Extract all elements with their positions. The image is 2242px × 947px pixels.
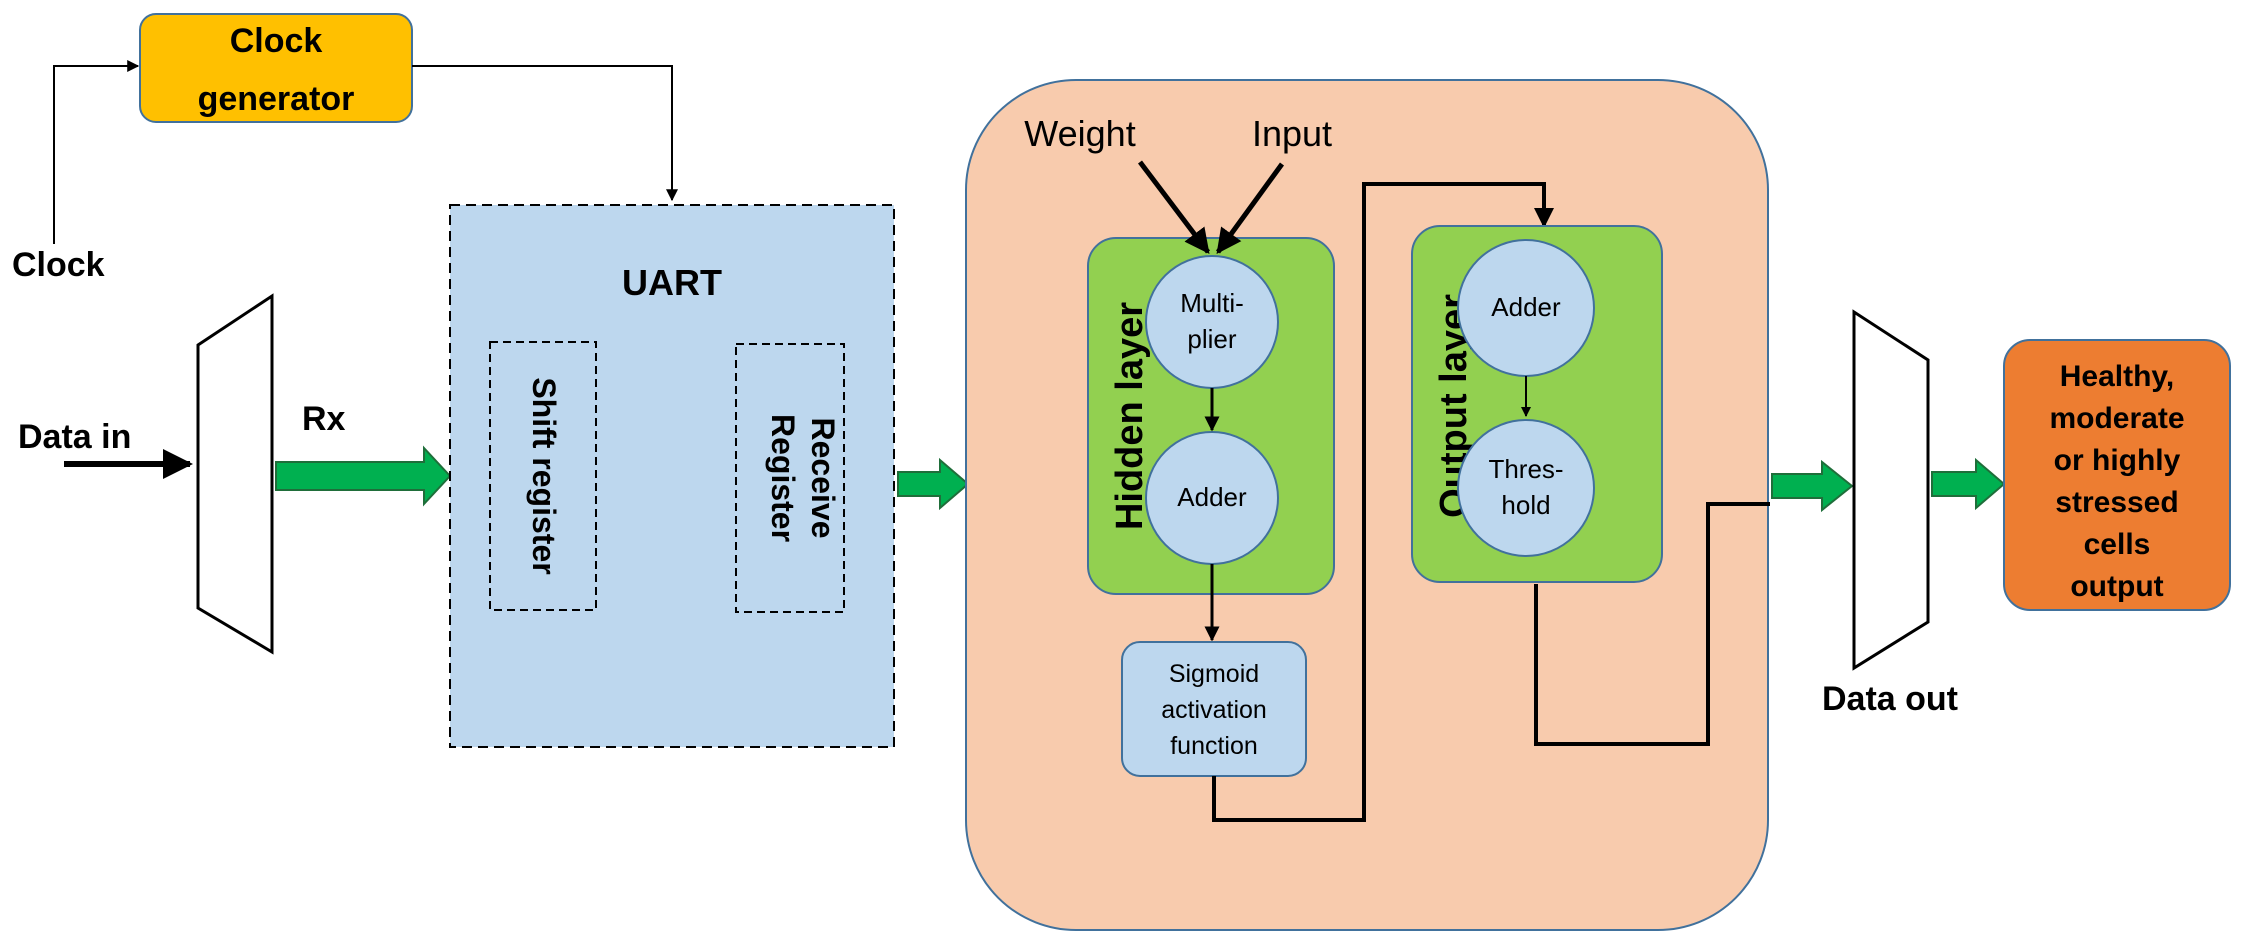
threshold-node <box>1457 419 1595 557</box>
clock-input-line <box>53 60 140 244</box>
result-line1: Healthy, <box>2060 360 2174 393</box>
neural-network-block: Weight Input Hidden layer Multi- plier A… <box>965 79 1770 931</box>
output-adder-label: Adder <box>1491 292 1561 322</box>
hidden-adder-label: Adder <box>1177 482 1247 512</box>
clock-label: Clock <box>12 246 105 284</box>
data-in-label: Data in <box>18 418 131 456</box>
uart-title: UART <box>622 262 722 303</box>
result-output-box: Healthy, moderate or highly stressed cel… <box>2003 339 2231 611</box>
multiplier-node <box>1145 255 1279 389</box>
threshold-line2: hold <box>1501 490 1550 520</box>
shift-register-label: Shift register <box>526 377 562 574</box>
mux-to-result-green-arrow <box>1931 457 2006 511</box>
clock-generator-line1: Clock <box>230 22 323 60</box>
multiplier-line1: Multi- <box>1180 288 1244 318</box>
input-label: Input <box>1252 113 1332 154</box>
output-mux <box>1852 309 1930 671</box>
nn-to-mux-green-arrow <box>1771 459 1854 513</box>
data-out-label: Data out <box>1822 680 1958 718</box>
receive-register-line2: Register <box>765 414 801 542</box>
threshold-line1: Thres- <box>1488 454 1563 484</box>
sigmoid-to-output-line <box>1212 182 1554 822</box>
output-layer: Output layer Adder Thres- hold <box>1411 225 1663 583</box>
weight-label: Weight <box>1024 113 1135 154</box>
receive-register-box <box>735 343 845 613</box>
hidden-layer: Hidden layer Multi- plier Adder <box>1087 237 1335 595</box>
threshold-to-output-line <box>1534 502 1770 746</box>
uart-block: UART Shift register Receive Register <box>449 204 895 748</box>
weight-arrow <box>1138 160 1210 254</box>
sigmoid-line3: function <box>1170 732 1258 760</box>
result-line6: output <box>2070 570 2163 603</box>
clock-to-uart-line <box>412 65 678 202</box>
clock-generator: Clock generator <box>139 13 413 123</box>
multiplier-line2: plier <box>1187 324 1236 354</box>
result-line5: cells <box>2084 528 2151 561</box>
result-line4: stressed <box>2055 486 2178 519</box>
hidden-layer-title: Hidden layer <box>1109 302 1151 530</box>
rx-label: Rx <box>302 400 346 438</box>
uart-to-nn-green-arrow <box>897 457 970 511</box>
input-arrow <box>1215 162 1285 255</box>
input-mux <box>196 293 274 655</box>
sigmoid-line1: Sigmoid <box>1169 660 1259 688</box>
sigmoid-line2: activation <box>1161 696 1267 724</box>
result-line2: moderate <box>2049 402 2184 435</box>
sigmoid-activation-box: Sigmoid activation function <box>1121 641 1307 777</box>
rx-green-arrow <box>275 445 452 507</box>
clock-generator-line2: generator <box>198 80 355 118</box>
result-line3: or highly <box>2054 444 2181 477</box>
receive-register-line1: Receive <box>805 418 841 539</box>
shift-register-box <box>489 341 597 611</box>
